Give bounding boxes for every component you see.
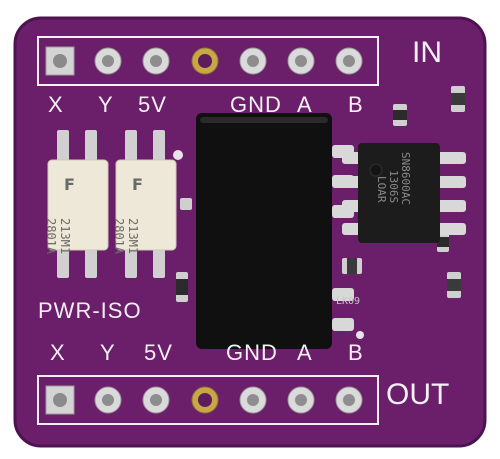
soic-lead <box>436 200 466 212</box>
bottom-pin-label-x: X <box>50 340 66 365</box>
opto-lead <box>125 130 137 162</box>
module-lead <box>332 318 354 331</box>
soic-lead <box>436 176 466 188</box>
soic-lead <box>436 223 466 235</box>
pcb-edge-shadow <box>13 16 487 448</box>
top-pin-label-y: Y <box>98 92 114 117</box>
bottom-pin-label-b: B <box>348 340 364 365</box>
opto2-marking-line2: 213M1 <box>126 218 140 255</box>
opto-logo-icon: F <box>64 175 75 194</box>
header-out-label: OUT <box>386 378 450 411</box>
top-pin-label-gnd: GND <box>230 92 282 117</box>
opto-lead <box>125 246 137 278</box>
optocoupler-1-group <box>47 130 109 278</box>
opto-lead <box>57 130 69 162</box>
opto-logo-icon: F <box>132 175 143 194</box>
smd-cap-right-top-body <box>451 93 465 105</box>
top-pad-hole <box>247 55 259 67</box>
bottom-pad-hole <box>53 393 67 407</box>
soic-marking-line2: 1306S <box>387 170 400 204</box>
via <box>356 331 364 339</box>
bottom-chip-mark: LK09 <box>336 296 361 307</box>
opto-lead <box>85 246 97 278</box>
bottom-header-pads <box>45 385 363 415</box>
bottom-pin-label-y: Y <box>100 340 116 365</box>
isolation-module-sheen <box>200 117 328 123</box>
bottom-pad-hole <box>343 394 355 406</box>
soic-pin1-dot <box>369 163 383 177</box>
top-pad-hole <box>102 55 114 67</box>
bottom-pad-hole <box>102 394 114 406</box>
top-pad-hole <box>150 55 162 67</box>
bottom-pad-hole <box>150 394 162 406</box>
opto-lead <box>153 246 165 278</box>
soic-marking-line1: SN8600AC <box>399 152 412 205</box>
smd-res-right-mid-body <box>437 237 449 247</box>
optocoupler-2-group <box>115 130 177 278</box>
bottom-pad-hole <box>247 394 259 406</box>
opto-body <box>115 159 177 251</box>
pwr-iso-label: PWR-ISO <box>38 298 142 323</box>
top-pad-hole <box>295 55 307 67</box>
module-lead <box>332 288 354 301</box>
opto-lead <box>153 130 165 162</box>
isolation-module <box>196 113 332 349</box>
opto1-marking-line2: 213M1 <box>58 218 72 255</box>
soic-marking-line3: LOAR <box>375 176 388 203</box>
bottom-pad-hole <box>295 394 307 406</box>
soic-chip-group <box>342 143 466 243</box>
bottom-pad-hole <box>198 393 212 407</box>
soic-lead <box>436 152 466 164</box>
header-in-label: IN <box>412 36 442 69</box>
top-header-outline <box>37 36 379 86</box>
top-pin-label-b: B <box>348 92 364 117</box>
top-pin-label-x: X <box>48 92 64 117</box>
bottom-pin-label-a: A <box>297 340 313 365</box>
opto-lead <box>85 130 97 162</box>
top-header-pads <box>45 46 363 76</box>
top-pin-label-a: A <box>297 92 313 117</box>
bottom-pin-label-5v: 5V <box>144 340 173 365</box>
smd-cap-right-low-body <box>447 279 461 291</box>
opto-body <box>47 159 109 251</box>
top-pad-hole <box>53 54 67 68</box>
top-pad-hole <box>343 55 355 67</box>
bottom-pin-label-gnd: GND <box>226 340 278 365</box>
opto1-marking-line1: 2801A <box>44 218 58 255</box>
smd-res-b-body <box>393 110 407 120</box>
smd-res-left-body <box>176 279 188 295</box>
top-pin-label-5v: 5V <box>138 92 167 117</box>
bottom-header-outline <box>37 375 379 425</box>
smd-res-left-top <box>180 198 192 210</box>
opto2-marking-line1: 2801A <box>112 218 126 255</box>
top-pad-hole <box>198 54 212 68</box>
via <box>173 150 183 160</box>
smd-cap-center-body <box>347 258 357 274</box>
opto-lead <box>57 246 69 278</box>
smd-components <box>173 86 465 339</box>
